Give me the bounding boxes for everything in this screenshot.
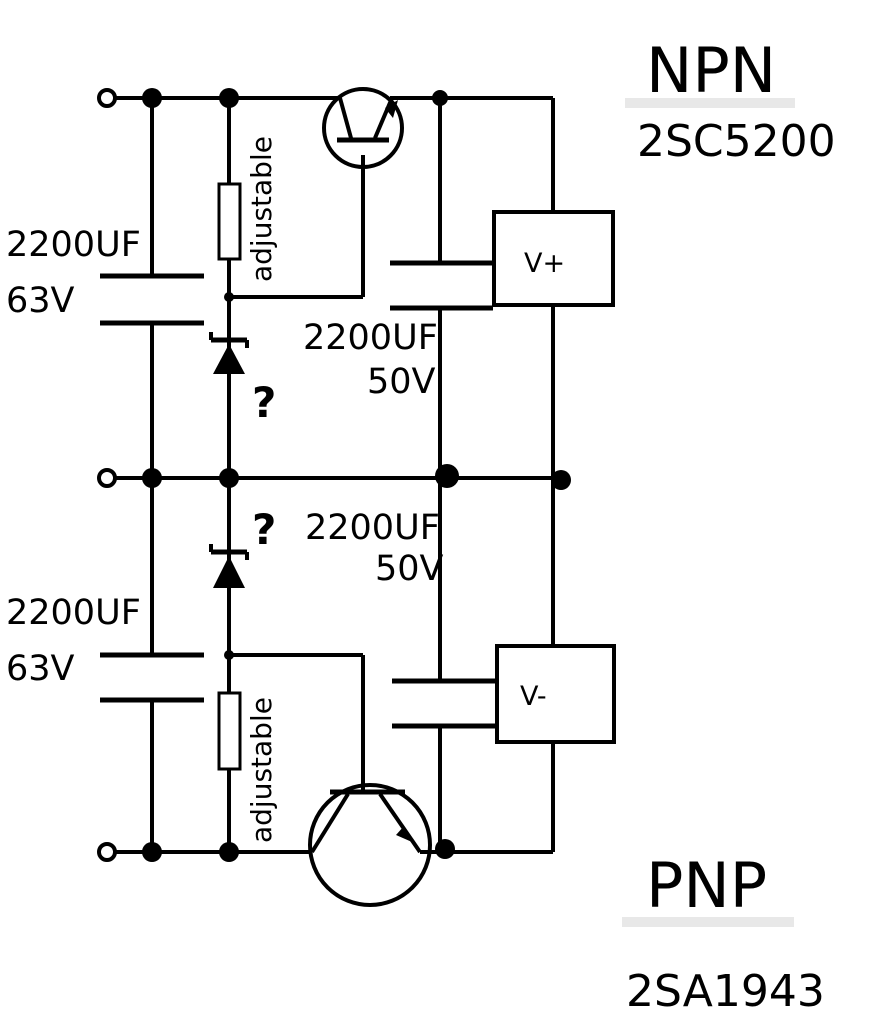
zener-diode-bottom (209, 478, 249, 655)
input-cap-top-value: 2200UF (6, 225, 141, 265)
resistor-bottom (217, 655, 242, 852)
output-cap-top-voltage: 50V (367, 362, 436, 402)
output-cap-top-value: 2200UF (303, 318, 438, 358)
zener-diode-top (209, 297, 249, 478)
npn-type-label: NPN (646, 34, 776, 107)
pnp-base-wire (229, 653, 365, 790)
output-cap-bottom-voltage: 50V (375, 549, 444, 589)
output-positive-label: V+ (524, 248, 565, 279)
bottom-rail (107, 742, 555, 854)
pnp-type-label: PNP (646, 849, 767, 922)
output-negative-label: V- (520, 681, 547, 712)
resistor-top (217, 98, 242, 297)
output-negative-box (495, 478, 616, 744)
output-capacitor-bottom (392, 478, 495, 852)
input-cap-top-voltage: 63V (6, 281, 75, 321)
pnp-transistor (308, 783, 432, 907)
zener-top-unknown-mark: ? (252, 378, 276, 427)
input-capacitor-top (100, 98, 204, 478)
npn-base-wire (229, 155, 365, 299)
pnp-part-number: 2SA1943 (626, 966, 825, 1017)
input-terminal-positive (97, 88, 117, 108)
output-cap-bottom-value: 2200UF (305, 508, 440, 548)
npn-transistor (322, 87, 404, 169)
input-cap-bottom-voltage: 63V (6, 649, 75, 689)
top-rail (107, 96, 555, 212)
junction-dots (142, 88, 571, 862)
output-capacitor-top (390, 98, 493, 478)
input-terminal-negative (97, 842, 117, 862)
output-positive-box (492, 210, 615, 478)
input-capacitor-bottom (100, 478, 204, 852)
npn-part-number: 2SC5200 (637, 116, 836, 167)
input-cap-bottom-value: 2200UF (6, 593, 141, 633)
zener-bottom-unknown-mark: ? (252, 505, 276, 554)
resistor-bottom-label: adjustable (245, 697, 278, 843)
resistor-top-label: adjustable (245, 136, 278, 282)
input-terminal-ground (97, 468, 117, 488)
